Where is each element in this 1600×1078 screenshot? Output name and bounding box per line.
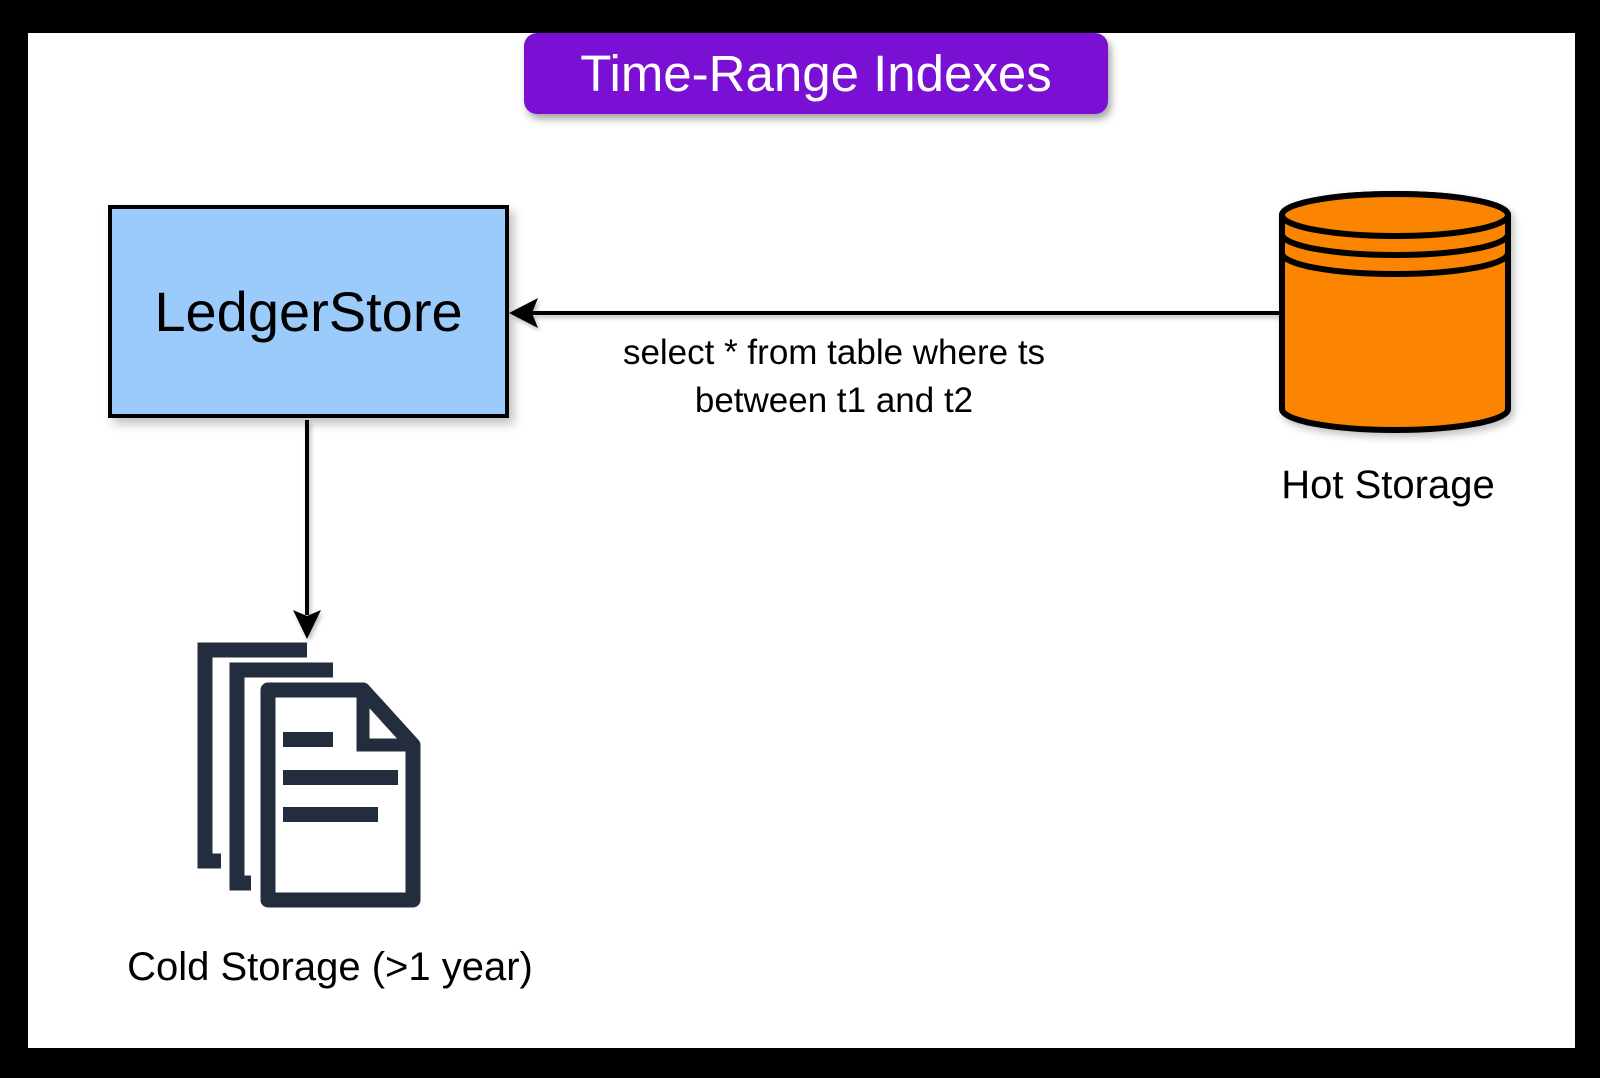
edges-layer [293, 298, 1284, 639]
ledgerstore-node: LedgerStore [108, 205, 509, 418]
query-edge-label: select * from table where ts between t1 … [584, 329, 1084, 425]
query-edge-label-line2: between t1 and t2 [694, 381, 974, 420]
ledgerstore-label: LedgerStore [154, 279, 463, 343]
ledger-to-cold-arrow [293, 420, 321, 639]
hot-storage-label: Hot Storage [1281, 463, 1495, 507]
cold-storage-label: Cold Storage (>1 year) [127, 945, 533, 989]
hot-to-ledger-arrow [509, 298, 1284, 328]
diagram-title: Time-Range Indexes [580, 45, 1052, 102]
documents-icon [197, 642, 421, 908]
query-edge-label-line1: select * from table where ts [622, 333, 1046, 372]
hot-storage-node [1277, 185, 1513, 435]
title-banner: Time-Range Indexes [524, 33, 1108, 114]
arrow-left-head-icon [509, 298, 538, 328]
cold-storage-node [195, 633, 430, 918]
arrow-down-head-icon [293, 610, 321, 639]
diagram-canvas: Time-Range Indexes LedgerStore select * … [28, 33, 1575, 1048]
database-icon [1279, 191, 1511, 433]
